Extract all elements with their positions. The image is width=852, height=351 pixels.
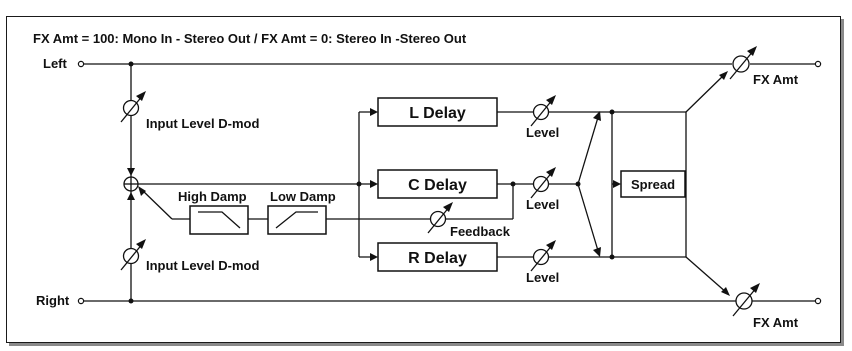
fx-amt-knob-top	[729, 46, 757, 80]
mixer-sum-icon	[123, 176, 139, 192]
low-damp-label: Low Damp	[270, 189, 336, 204]
arrow-to-right-fxamt	[721, 287, 730, 296]
arrow-c-delay-in	[370, 180, 378, 188]
level-knob-c	[530, 167, 556, 199]
input-level-label-top: Input Level D-mod	[146, 116, 259, 131]
arrow-feedback-to-mixer	[138, 186, 146, 196]
feedback-knob	[427, 202, 453, 234]
feedback-label: Feedback	[450, 224, 511, 239]
right-input-label: Right	[36, 293, 70, 308]
arrow-spread-in	[613, 180, 621, 188]
r-delay-label: R Delay	[408, 250, 467, 267]
arrow-r-delay-in	[370, 253, 378, 261]
input-level-label-bottom: Input Level D-mod	[146, 258, 259, 273]
fx-amt-knob-bottom	[732, 283, 760, 317]
level-knob-r	[530, 240, 556, 272]
junction-right	[128, 298, 134, 304]
level-label-r: Level	[526, 270, 559, 285]
arrow-c-to-left	[593, 111, 601, 121]
arrow-down-to-mixer	[127, 168, 135, 176]
arrow-up-to-mixer	[127, 192, 135, 200]
to-right-fxamt	[685, 256, 728, 294]
left-output-terminal	[814, 60, 822, 68]
left-input-terminal	[77, 60, 85, 68]
arrow-l-delay-in	[370, 108, 378, 116]
c-to-right-sum	[577, 183, 600, 255]
arrow-c-to-right	[593, 247, 601, 257]
c-delay-label: C Delay	[408, 177, 467, 194]
high-damp-curve-icon	[198, 211, 241, 229]
l-delay-label: L Delay	[409, 105, 466, 122]
to-left-fxamt	[685, 73, 726, 113]
right-input-terminal	[77, 297, 85, 305]
high-damp-filter	[189, 205, 249, 235]
left-input-label: Left	[43, 56, 68, 71]
high-damp-label: High Damp	[178, 189, 247, 204]
low-damp-curve-icon	[275, 211, 318, 229]
right-output-terminal	[814, 297, 822, 305]
level-label-c: Level	[526, 197, 559, 212]
diagram-title: FX Amt = 100: Mono In - Stereo Out / FX …	[33, 31, 467, 46]
feedback-to-mixer	[140, 188, 173, 220]
arrow-to-left-fxamt	[719, 71, 728, 80]
input-level-knob-top	[120, 91, 146, 123]
fx-amt-label-top: FX Amt	[753, 72, 799, 87]
c-to-left-sum	[577, 113, 600, 185]
input-level-knob-bottom	[120, 239, 146, 271]
low-damp-filter	[267, 205, 327, 235]
junction-left	[128, 61, 134, 67]
level-label-l: Level	[526, 125, 559, 140]
spread-label: Spread	[631, 177, 675, 192]
fx-amt-label-bottom: FX Amt	[753, 315, 799, 330]
level-knob-l	[530, 95, 556, 127]
